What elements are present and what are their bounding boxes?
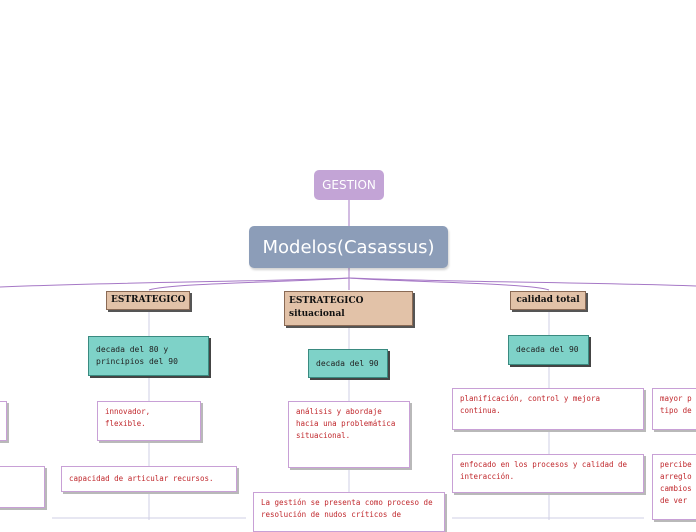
period-estrategico-situacional[interactable]: decada del 90 xyxy=(308,349,388,378)
note-left-partial-1[interactable] xyxy=(0,401,7,441)
note-capacidad-text: capacidad de articular recursos. xyxy=(69,474,214,483)
note-left-partial-2[interactable] xyxy=(0,466,45,508)
note-right-partial-2[interactable]: percibe arreglo cambios de ver xyxy=(652,454,696,520)
root-node-gestion[interactable]: GESTION xyxy=(314,170,384,200)
period-calidad-total-label: decada del 90 xyxy=(516,345,579,354)
note-analisis[interactable]: análisis y abordaje hacia una problemáti… xyxy=(288,401,410,468)
note-right-partial-2-text: percibe arreglo cambios de ver xyxy=(660,460,692,505)
period-estrategico-situacional-label: decada del 90 xyxy=(316,358,379,368)
note-planificacion-text: planificación, control y mejora continua… xyxy=(460,394,600,415)
note-right-partial-1-text: mayor p tipo de xyxy=(660,394,692,415)
period-estrategico-label: decada del 80 y principios del 90 xyxy=(96,345,178,366)
note-analisis-text: análisis y abordaje hacia una problemáti… xyxy=(296,407,396,440)
note-planificacion[interactable]: planificación, control y mejora continua… xyxy=(452,388,644,430)
branch-calidad-total[interactable]: calidad total xyxy=(510,291,586,310)
note-gestion-proceso-text: La gestión se presenta como proceso de r… xyxy=(261,498,433,519)
branch-estrategico-situacional-label: ESTRATEGICO situacional xyxy=(289,296,364,319)
note-innovador-text: innovador, flexible. xyxy=(105,407,151,428)
period-calidad-total[interactable]: decada del 90 xyxy=(508,335,589,365)
note-gestion-proceso[interactable]: La gestión se presenta como proceso de r… xyxy=(253,492,445,532)
connector-lines xyxy=(0,200,696,520)
root-node-label: GESTION xyxy=(322,178,376,192)
branch-calidad-total-label: calidad total xyxy=(516,295,580,305)
note-right-partial-1[interactable]: mayor p tipo de xyxy=(652,388,696,430)
note-enfocado[interactable]: enfocado en los procesos y calidad de in… xyxy=(452,454,644,493)
main-topic-label: Modelos(Casassus) xyxy=(262,236,435,258)
period-estrategico[interactable]: decada del 80 y principios del 90 xyxy=(88,336,209,376)
note-innovador[interactable]: innovador, flexible. xyxy=(97,401,201,441)
branch-estrategico-situacional[interactable]: ESTRATEGICO situacional xyxy=(284,291,413,326)
note-enfocado-text: enfocado en los procesos y calidad de in… xyxy=(460,460,628,481)
note-capacidad[interactable]: capacidad de articular recursos. xyxy=(61,466,237,492)
main-topic-modelos[interactable]: Modelos(Casassus) xyxy=(249,226,448,268)
branch-estrategico[interactable]: ESTRATEGICO xyxy=(106,291,190,310)
branch-estrategico-label: ESTRATEGICO xyxy=(111,295,186,305)
